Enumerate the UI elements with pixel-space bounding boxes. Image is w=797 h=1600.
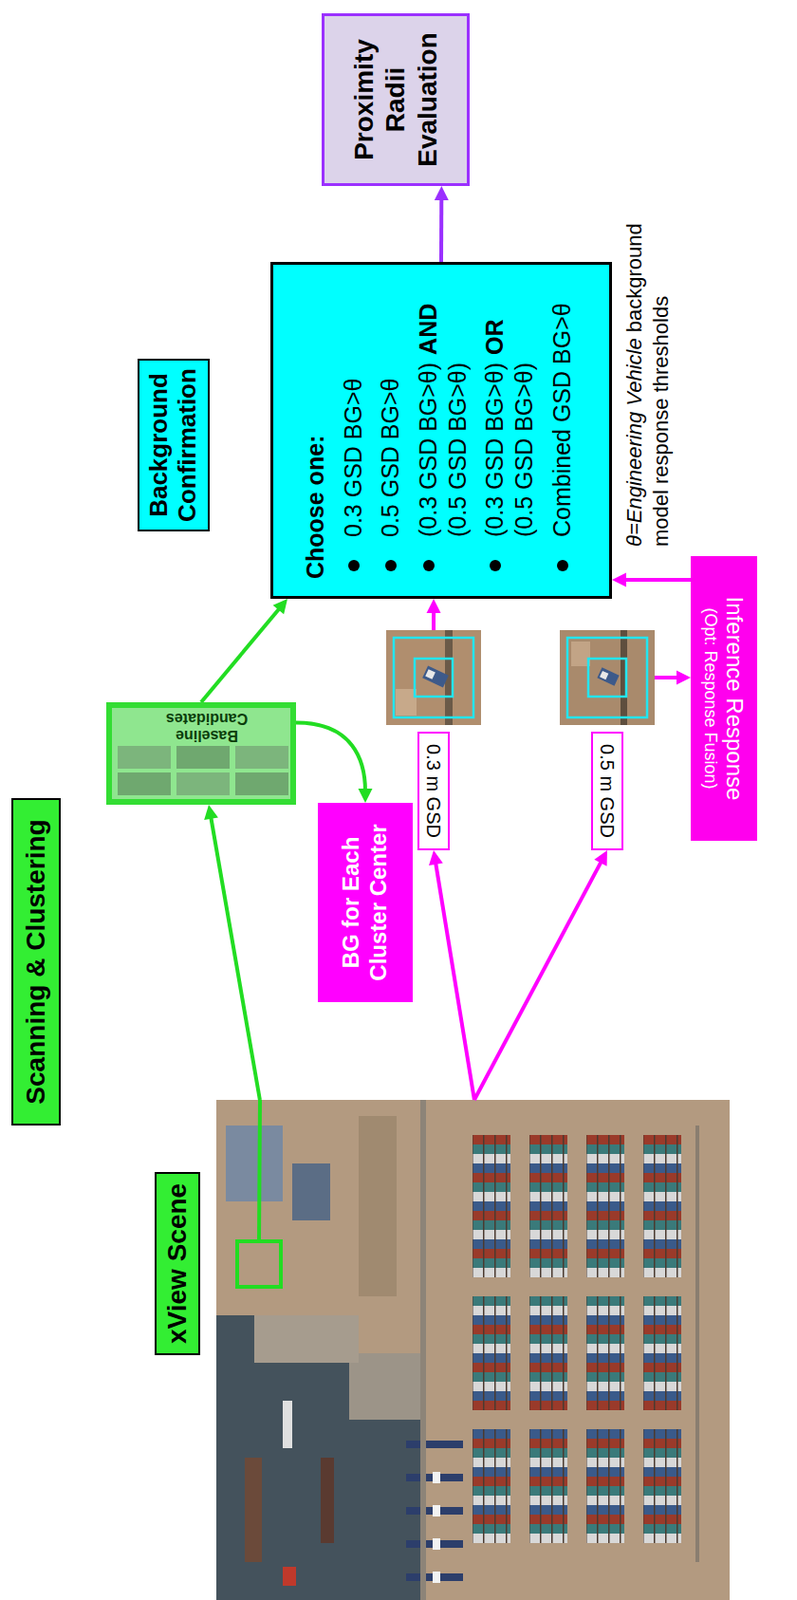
rule-text: Combined GSD BG>θ [548, 302, 575, 538]
node-text: Proximity Radii Evaluation [348, 23, 445, 176]
connector-line [623, 577, 691, 582]
gsd-chip: 0.5 m GSD [559, 630, 655, 851]
rule-text: 0.5 GSD BG>θ [376, 378, 404, 538]
footnote-text: θ= [622, 522, 647, 547]
connector [428, 850, 475, 1100]
rule-option: 0.3 GSD BG>θ [338, 281, 369, 579]
node-text: BG for Each Cluster Center [337, 810, 393, 995]
rule-text: (0.5 GSD BG>θ) [444, 362, 471, 538]
connector [426, 598, 442, 631]
connector [474, 850, 608, 1100]
arrow-head [426, 598, 442, 613]
resolution-label: 0.5 m GSD [591, 731, 624, 851]
node-text: Scanning & Clustering [20, 818, 52, 1104]
footnote: θ=Engineering Vehiclebackground model re… [621, 193, 674, 547]
connector [654, 670, 691, 686]
connector-line [435, 861, 475, 1100]
process-box: BG for Each Cluster Center [317, 802, 413, 1002]
stage-label: Scanning & Clustering [11, 797, 61, 1126]
candidate-thumbnails [106, 702, 297, 805]
connector-line [210, 815, 260, 1100]
connector [611, 573, 691, 588]
panel-title: xView Scene [154, 1171, 201, 1355]
bullet-dot [385, 559, 397, 572]
rule-option: 0.5 GSD BG>θ [375, 281, 406, 579]
arrow-head [593, 850, 608, 867]
connector-line [201, 607, 280, 703]
arrow-head [273, 598, 288, 614]
connector-line [439, 197, 444, 262]
node-text: Inference Response [720, 596, 748, 801]
rule-text: (0.3 GSD BG>θ) [414, 362, 442, 538]
rule-line: (0.3 GSD BG>θ) OR [480, 281, 510, 538]
bullet-dot [348, 559, 360, 572]
connector [296, 722, 373, 803]
bullet-dot [556, 559, 569, 572]
rule-line: (0.5 GSD BG>θ) [443, 281, 473, 538]
node-text: (Opt: Response Fusion) [700, 607, 722, 789]
satellite-scene [216, 1099, 730, 1600]
rule-text: 0.3 GSD BG>θ [339, 378, 367, 538]
bullet-dot [489, 559, 501, 572]
arrow-head [358, 788, 373, 803]
connector-line [474, 860, 602, 1100]
rule-line: (0.3 GSD BG>θ) AND [413, 281, 444, 538]
bullet-dot [423, 559, 435, 572]
rule-option: Combined GSD BG>θ [547, 281, 577, 579]
connector-line [296, 722, 366, 792]
fusion-box: Inference Response(Opt: Response Fusion) [690, 556, 758, 841]
connector [434, 185, 449, 262]
connector-line [654, 675, 680, 680]
image-chip [386, 630, 482, 725]
rule-heading: Choose one: [301, 281, 330, 579]
node-text: Background Confirmation [145, 368, 203, 522]
rule-operator: OR [481, 318, 508, 355]
gsd-chip: 0.3 m GSD [386, 630, 482, 851]
arrow-head [203, 804, 219, 820]
rule-box: Choose one: 0.3 GSD BG>θ 0.5 GSD BG>θ (0.3 … [270, 261, 612, 599]
rule-option: (0.3 GSD BG>θ) OR(0.5 GSD BG>θ) [480, 281, 540, 579]
arrow-head [434, 185, 449, 201]
connector-line [431, 610, 436, 631]
rule-text: (0.3 GSD BG>θ) [481, 362, 508, 538]
resolution-label: 0.3 m GSD [417, 731, 450, 851]
image-chip [559, 630, 655, 725]
connector [203, 804, 260, 1100]
arrow-head [676, 670, 691, 686]
candidate-panel: Baseline Candidates [106, 702, 297, 805]
arrow-head [611, 573, 627, 588]
rule-text: (0.5 GSD BG>θ) [510, 362, 538, 538]
arrow-head [428, 850, 444, 866]
panel-title: Baseline Candidates [159, 709, 255, 744]
footnote-text: Engineering Vehicle [622, 337, 647, 523]
connector [201, 598, 288, 703]
stage-label: Background Confirmation [137, 358, 210, 532]
output-box: Proximity Radii Evaluation [321, 13, 470, 186]
rule-operator: AND [414, 303, 442, 355]
scene-panel: xView Scene [154, 1099, 730, 1600]
rule-option: (0.3 GSD BG>θ) AND(0.5 GSD BG>θ) [413, 281, 474, 579]
rule-line: (0.5 GSD BG>θ) [509, 281, 539, 538]
